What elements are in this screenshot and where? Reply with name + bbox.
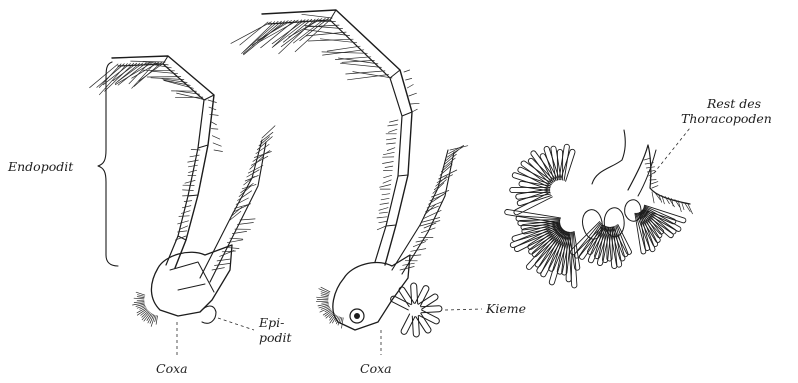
label-epipodit-line1: Epi- xyxy=(259,316,284,330)
label-coxa-left: Coxa xyxy=(156,362,188,376)
right-gill-structure xyxy=(505,128,693,288)
label-kieme: Kieme xyxy=(486,302,526,316)
label-thoracopoden: Thoracopoden xyxy=(681,112,772,126)
middle-thoracopod xyxy=(231,10,482,355)
label-endopodit: Endopodit xyxy=(8,160,73,174)
label-coxa-middle: Coxa xyxy=(360,362,392,376)
left-thoracopod xyxy=(90,56,275,355)
label-rest-des: Rest des xyxy=(707,97,761,111)
label-epipodit-line2: podit xyxy=(259,331,292,345)
